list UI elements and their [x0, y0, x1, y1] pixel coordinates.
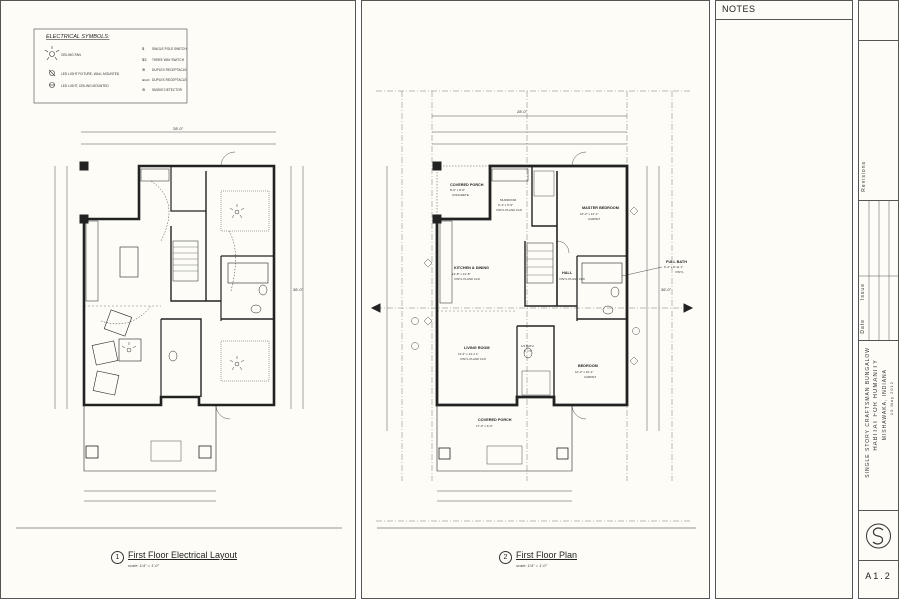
legend-item-left: LED LIGHT FIXTURE, WALL MOUNTED [61, 72, 120, 76]
legend-item-right: DUPLEX RECEPTACLE [152, 78, 187, 82]
revisions-cell: Revisions [859, 41, 898, 201]
room-name: COVERED PORCH [478, 418, 512, 422]
plan-scale: scale: 1/4" = 1'-0" [516, 563, 548, 568]
room-note: CONCRETE [452, 193, 469, 197]
legend-item-right: SMOKE DETECTOR [152, 88, 183, 92]
overall-width-dim: 28'-0" [173, 126, 184, 131]
room-name: LIVING ROOM [464, 346, 490, 350]
floor-plan-drawing: COVERED PORCH 8'-0" x 8'-0" CONCRETE MUD… [370, 90, 696, 529]
legend-title: ELECTRICAL SYMBOLS: [46, 34, 110, 40]
title-block: Revisions Issue Date SINGLE STORY CRAFTS… [858, 0, 899, 599]
room-note: VINYL PLANK FLR [559, 277, 586, 281]
legend-item-right: SINGLE POLE SWITCH [152, 47, 187, 51]
project-location: MISHAWAKA, INDIANA [882, 369, 888, 441]
plan-scale: scale: 1/4" = 1'-0" [128, 563, 160, 568]
plan-number-badge: 1 [111, 551, 124, 564]
plan-title: First Floor Plan [516, 550, 578, 560]
electrical-layout-sheet: ELECTRICAL SYMBOLS: CEILING FAN LED LIGH… [0, 0, 356, 599]
overall-depth-dim: 36'-0" [661, 287, 672, 292]
switch-symbol: $3 [142, 57, 147, 62]
room-note: CARPET [588, 217, 600, 221]
room-dim: 8'-0" x 8'-0" [450, 188, 465, 192]
room-note: CARPET [584, 375, 596, 379]
room-dim: 11'-2" x 14'-1 1" [458, 352, 479, 356]
legend-item-right: THREE WAY SWITCH [152, 58, 185, 62]
receptacle-symbol: ⊕ [142, 67, 145, 72]
room-name: COVERED PORCH [450, 183, 484, 187]
room-name: 1/2 BATH [521, 344, 534, 348]
project-date: 10 May 2012 [889, 381, 894, 416]
project-info-cell: SINGLE STORY CRAFTSMAN BUNGALOW HABITAT … [859, 341, 898, 511]
electrical-plan-drawing: ELECTRICAL SYMBOLS: CEILING FAN LED LIGH… [16, 28, 342, 529]
plan-number-badge: 2 [499, 551, 512, 564]
room-note: VINYL [675, 270, 684, 274]
room-name: MASTER BEDROOM [582, 206, 619, 210]
room-name: FULL BATH [666, 260, 687, 264]
room-dim: 17'-0" x 6'-0" [476, 424, 493, 428]
issue-label: Issue [860, 283, 866, 300]
room-note: VINYL PLANK FLR [454, 277, 481, 281]
room-dim: 10'-3" x 10'-1" [575, 370, 593, 374]
sheet-number: A1.2 [865, 571, 892, 581]
room-dim: 12'-8" x 12'-8" [452, 272, 470, 276]
room-name: MUDROOM [500, 198, 517, 202]
room-dim: 10'-3" x 12'-1" [580, 212, 598, 216]
plan-title: First Floor Electrical Layout [128, 550, 238, 560]
legend-item-left: CEILING FAN [61, 53, 82, 57]
notes-divider [716, 19, 852, 20]
overall-depth-dim: 36'-0" [293, 287, 304, 292]
receptacle-symbol: ⊕GFI [142, 78, 150, 82]
room-note: VINYL PLANK FLR [496, 208, 523, 212]
room-name: HALL [562, 271, 573, 275]
notes-title: NOTES [722, 4, 756, 14]
revision-grid [859, 201, 898, 341]
room-note: VINYL PLANK FLR [460, 357, 487, 361]
date-label: Date [860, 319, 866, 334]
legend-item-right: DUPLEX RECEPTACLE [152, 68, 187, 72]
room-dim: 6'-4" x 5'-6" [498, 203, 513, 207]
revisions-label: Revisions [861, 161, 867, 192]
overall-width-dim: 28'-0" [517, 109, 528, 114]
room-name: KITCHEN & DINING [454, 266, 489, 270]
client-name: HABITAT FOR HUMANITY [873, 359, 879, 451]
room-dim: 6'-4" x 8'-11 1" [664, 265, 683, 269]
notes-panel: NOTES [715, 0, 853, 599]
switch-symbol: $ [142, 46, 145, 51]
title-block-logo-cell [859, 1, 898, 41]
firm-logo-icon [866, 523, 891, 549]
project-name: SINGLE STORY CRAFTSMAN BUNGALOW [865, 347, 871, 478]
revision-table: Issue Date [859, 201, 898, 341]
firm-logo-cell [859, 511, 898, 561]
room-dim: 5' x 5' [524, 349, 532, 353]
smoke-detector-symbol: ⊛ [142, 87, 145, 92]
legend-item-left: LED LIGHT, CEILING MOUNTED [61, 84, 109, 88]
floor-plan-sheet: COVERED PORCH 8'-0" x 8'-0" CONCRETE MUD… [361, 0, 710, 599]
room-name: BEDROOM [578, 364, 598, 368]
